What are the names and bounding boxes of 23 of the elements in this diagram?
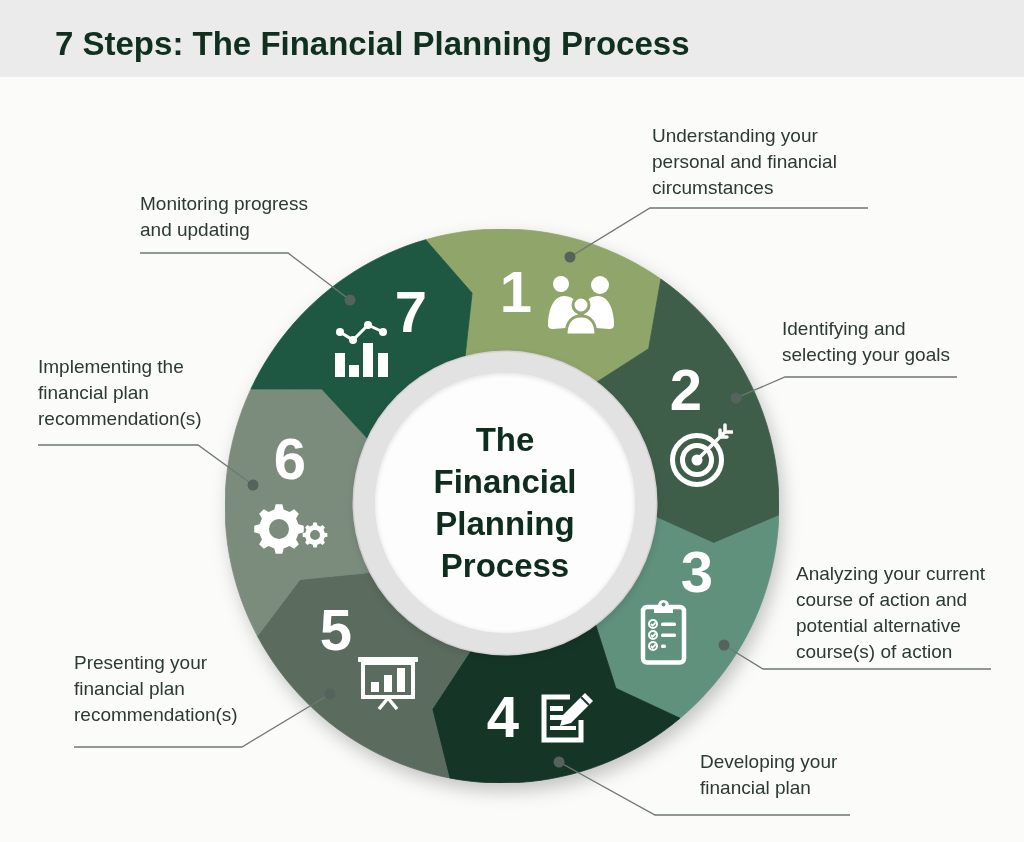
leader-line bbox=[73, 688, 336, 748]
step-number: 4 bbox=[486, 688, 520, 746]
leader-line bbox=[37, 444, 259, 491]
step-description: Implementing the financial plan recommendation(s) bbox=[38, 355, 203, 431]
leader-line bbox=[564, 207, 869, 263]
step-number: 5 bbox=[319, 601, 353, 659]
step-number: 3 bbox=[680, 543, 714, 601]
leader-line bbox=[718, 639, 992, 670]
step-description: Identifying and selecting your goals bbox=[782, 317, 951, 367]
step-number: 6 bbox=[273, 430, 307, 488]
step-number: 7 bbox=[394, 283, 428, 341]
center-title: The Financial Planning Process bbox=[432, 420, 578, 586]
step-number: 2 bbox=[669, 361, 703, 419]
step-description: Presenting your financial plan recommendation(s) bbox=[74, 651, 239, 727]
leader-line bbox=[730, 376, 958, 404]
step-number: 1 bbox=[499, 263, 533, 321]
step-description: Monitoring progress and updating bbox=[140, 192, 309, 242]
leader-line bbox=[139, 252, 356, 306]
leader-line bbox=[553, 756, 851, 816]
step-description: Developing your financial plan bbox=[700, 750, 839, 800]
step-description: Understanding your personal and financial circumstances bbox=[652, 124, 838, 200]
step-description: Analyzing your current course of action and potential alternative course(s) of action bbox=[796, 562, 987, 664]
title: 7 Steps: The Financial Planning Process bbox=[55, 27, 690, 60]
